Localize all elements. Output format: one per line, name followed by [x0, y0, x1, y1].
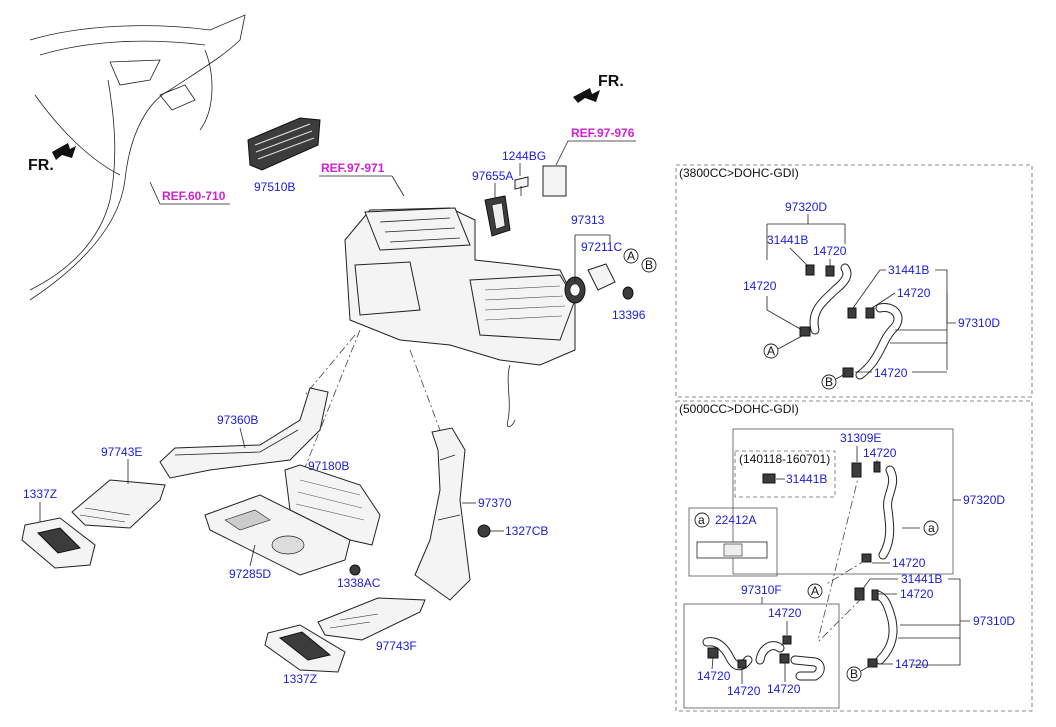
label-date-range: (140118-160701)	[739, 452, 830, 466]
hoses-97310F	[702, 635, 825, 681]
label-1338AC: 1338AC	[337, 576, 381, 590]
duct-97370	[414, 427, 471, 601]
label-5000-14720-g: 14720	[727, 684, 761, 698]
callout-A-3800: A	[767, 344, 775, 358]
legend-callout-a: a	[698, 513, 705, 527]
label-5000-97320D: 97320D	[963, 493, 1005, 507]
label-13396: 13396	[612, 308, 646, 322]
label-97360B: 97360B	[217, 413, 258, 427]
gasket-97655A	[484, 195, 511, 237]
panel-5000cc	[675, 400, 1033, 712]
label-97743E: 97743E	[101, 445, 142, 459]
label-22412A: 22412A	[715, 513, 756, 527]
label-3800-14720-b: 14720	[743, 279, 777, 293]
label-1244BG: 1244BG	[502, 149, 546, 163]
label-97510B: 97510B	[254, 180, 295, 194]
label-3800-14720-d: 14720	[874, 366, 908, 380]
label-5000-14720-e: 14720	[768, 606, 802, 620]
box-5000-97310F	[683, 603, 840, 709]
nut-1338AC	[349, 564, 361, 576]
label-3800-31441B-b: 31441B	[888, 263, 929, 277]
clip-1327CB	[477, 524, 491, 538]
label-3800-31441B-a: 31441B	[767, 233, 808, 247]
label-5000-97310F: 97310F	[741, 583, 782, 597]
bezel-1337Z-left	[21, 517, 96, 569]
label-3800-97310D: 97310D	[958, 316, 1000, 330]
label-5000-14720-a: 14720	[863, 446, 897, 460]
label-5000-14720-h: 14720	[767, 682, 801, 696]
label-5000-14720-c: 14720	[900, 587, 934, 601]
label-5000-31441B-b: 31441B	[901, 572, 942, 586]
callout-A-5000: A	[811, 584, 819, 598]
label-97180B: 97180B	[308, 459, 349, 473]
tray-97285D	[204, 494, 351, 576]
label-97211C: 97211C	[581, 240, 622, 254]
panel-3800cc-title: (3800CC>DOHC-GDI)	[679, 166, 799, 180]
ref-97-976-label: REF.97-976	[571, 126, 635, 140]
ref-60-710-label: REF.60-710	[162, 189, 226, 203]
callout-a-hose: a	[928, 521, 935, 535]
label-5000-31309E: 31309E	[840, 431, 881, 445]
panel-5000cc-title: (5000CC>DOHC-GDI)	[679, 402, 799, 416]
label-3800-97320D: 97320D	[785, 200, 827, 214]
car-body-outline	[29, 14, 246, 301]
label-5000-14720-f: 14720	[697, 669, 731, 683]
box-date-range	[734, 450, 836, 498]
callout-B-top: B	[645, 258, 653, 272]
vent-97743E	[71, 479, 166, 529]
fr-label-left: FR.	[28, 157, 54, 174]
fr-arrow-left: FR.	[28, 143, 76, 174]
label-97370: 97370	[478, 496, 512, 510]
label-3800-14720-a: 14720	[813, 244, 847, 258]
label-1337Z-left: 1337Z	[23, 487, 57, 501]
legend-box	[688, 507, 778, 577]
fr-arrow-top: FR.	[573, 73, 624, 103]
fr-label-top: FR.	[598, 73, 624, 90]
actuator-97211C	[564, 263, 634, 304]
label-97655A: 97655A	[472, 169, 513, 183]
callout-A-top: A	[627, 249, 635, 263]
vent-grille-97510B	[247, 117, 321, 171]
vent-97743F	[317, 597, 426, 641]
box-5000-97320D	[732, 428, 954, 575]
duct-97360B	[159, 387, 329, 479]
bezel-1337Z-bottom	[264, 624, 346, 673]
label-97743F: 97743F	[376, 639, 417, 653]
hoses-5000cc	[762, 461, 898, 668]
label-5000-97310D: 97310D	[973, 614, 1015, 628]
label-5000-31441B-a: 31441B	[786, 472, 827, 486]
callout-B-3800: B	[825, 375, 833, 389]
ref-97-971-label: REF.97-971	[321, 161, 385, 175]
label-1327CB: 1327CB	[505, 524, 548, 538]
hvac-unit	[344, 207, 576, 428]
screw-1244BG	[514, 165, 567, 197]
label-3800-14720-c: 14720	[897, 286, 931, 300]
label-5000-14720-d: 14720	[895, 657, 929, 671]
label-5000-14720-b: 14720	[892, 556, 926, 570]
panel-3800cc	[675, 164, 1033, 398]
hoses-3800cc	[799, 263, 903, 380]
label-97313: 97313	[571, 213, 605, 227]
callout-B-5000: B	[850, 667, 858, 681]
label-97285D: 97285D	[229, 567, 271, 581]
label-1337Z-bottom: 1337Z	[283, 672, 317, 686]
